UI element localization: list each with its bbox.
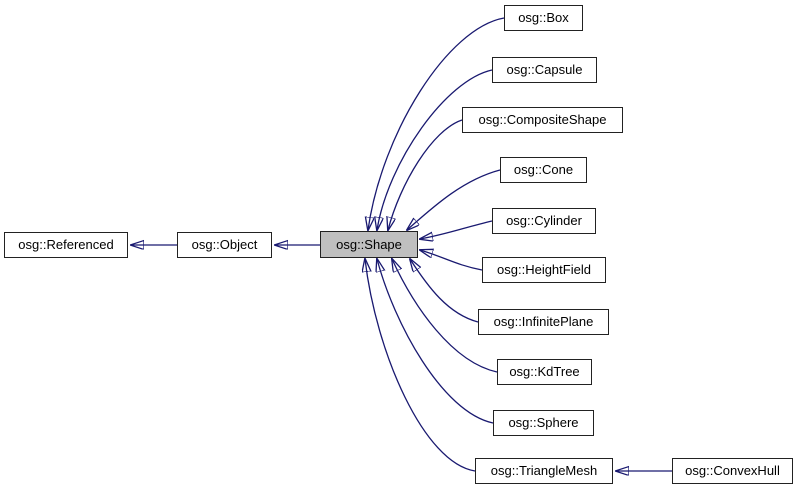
node-osg-kdtree[interactable]: osg::KdTree <box>497 359 592 385</box>
node-osg-box[interactable]: osg::Box <box>504 5 583 31</box>
edge-osg-kdtree-to-osg-shape <box>392 259 498 373</box>
edge-osg-trianglemesh-to-osg-shape <box>365 259 476 472</box>
node-osg-trianglemesh[interactable]: osg::TriangleMesh <box>475 458 613 484</box>
node-osg-cone[interactable]: osg::Cone <box>500 157 587 183</box>
node-osg-referenced[interactable]: osg::Referenced <box>4 232 128 258</box>
node-osg-heightfield[interactable]: osg::HeightField <box>482 257 606 283</box>
node-osg-convexhull[interactable]: osg::ConvexHull <box>672 458 793 484</box>
node-osg-capsule[interactable]: osg::Capsule <box>492 57 597 83</box>
edge-osg-sphere-to-osg-shape <box>377 259 494 424</box>
edge-osg-infiniteplane-to-osg-shape <box>410 259 479 323</box>
edge-osg-box-to-osg-shape <box>368 17 505 230</box>
node-osg-compositeshape[interactable]: osg::CompositeShape <box>462 107 623 133</box>
node-osg-object[interactable]: osg::Object <box>177 232 272 258</box>
node-osg-sphere[interactable]: osg::Sphere <box>493 410 594 436</box>
node-osg-cylinder[interactable]: osg::Cylinder <box>492 208 596 234</box>
node-osg-infiniteplane[interactable]: osg::InfinitePlane <box>478 309 609 335</box>
edge-osg-cone-to-osg-shape <box>407 169 501 230</box>
edge-osg-compositeshape-to-osg-shape <box>388 119 463 230</box>
edge-osg-capsule-to-osg-shape <box>377 69 493 230</box>
edge-osg-cylinder-to-osg-shape <box>420 220 493 239</box>
edge-osg-heightfield-to-osg-shape <box>420 250 483 271</box>
node-osg-shape: osg::Shape <box>320 231 418 258</box>
